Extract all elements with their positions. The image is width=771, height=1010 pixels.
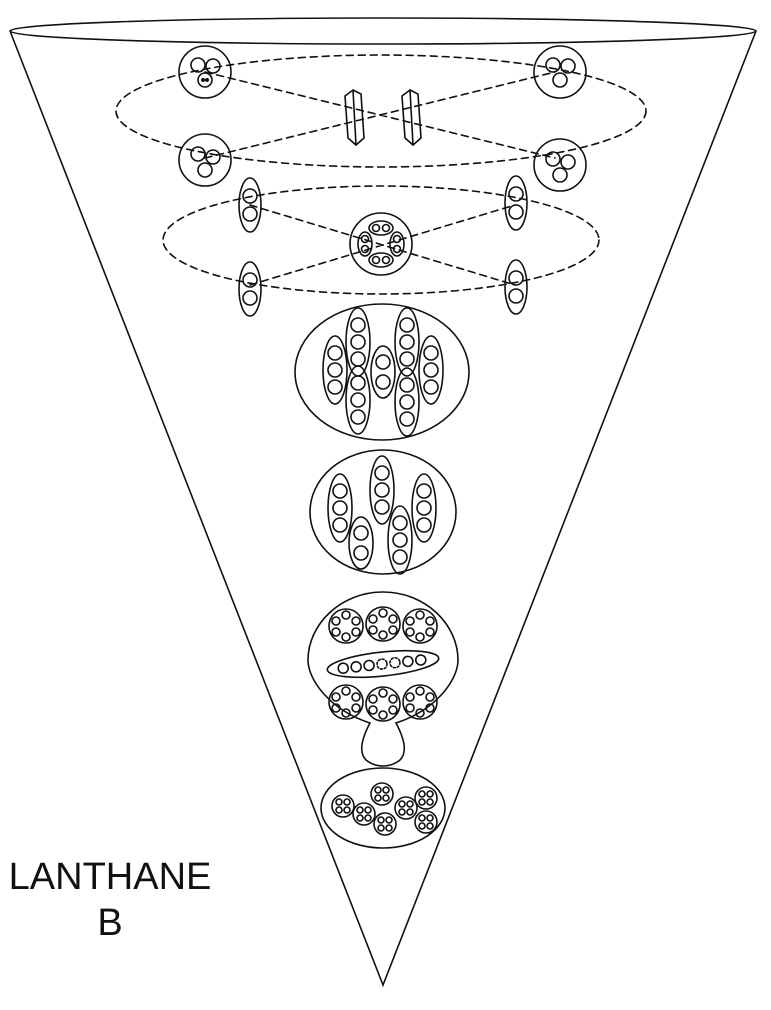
pod bbox=[387, 505, 413, 575]
pair-oval bbox=[238, 261, 262, 317]
pod bbox=[345, 365, 371, 435]
cluster bbox=[414, 786, 438, 810]
pair-oval bbox=[504, 259, 528, 315]
triplet-sphere bbox=[533, 45, 587, 99]
pair-oval bbox=[504, 175, 528, 231]
upper-orbit bbox=[115, 54, 647, 168]
central-sphere bbox=[349, 212, 413, 276]
triplet-sphere bbox=[533, 138, 587, 192]
pod bbox=[418, 335, 444, 405]
body-rings bbox=[307, 591, 459, 767]
orbit-crosslines bbox=[204, 71, 556, 159]
funnel-outline bbox=[9, 17, 757, 988]
body-seven-pods bbox=[294, 303, 470, 441]
cluster bbox=[331, 794, 355, 818]
ring-group bbox=[328, 606, 438, 722]
orbit-crosslines bbox=[249, 204, 516, 286]
body-outline bbox=[309, 449, 457, 575]
triplet-sphere bbox=[178, 45, 232, 99]
pod bbox=[370, 345, 396, 399]
pod bbox=[327, 473, 353, 543]
body-outline bbox=[294, 303, 470, 441]
cluster bbox=[373, 812, 397, 836]
cluster bbox=[414, 810, 438, 834]
pod bbox=[411, 473, 437, 543]
pod bbox=[394, 367, 420, 437]
element-name-label: LANTHANE bbox=[8, 856, 212, 898]
central-bar bbox=[326, 649, 440, 679]
body-bottom-oval bbox=[320, 767, 446, 849]
cluster bbox=[370, 782, 394, 806]
body-five-pods bbox=[309, 449, 457, 575]
funnel-rim bbox=[9, 17, 757, 45]
pod bbox=[322, 335, 348, 405]
triplet-sphere bbox=[178, 133, 232, 187]
lower-orbit bbox=[162, 185, 600, 295]
pod bbox=[394, 307, 420, 377]
pod bbox=[369, 455, 395, 525]
body-outline-with-tail bbox=[307, 591, 459, 767]
pod bbox=[348, 516, 374, 570]
element-variant-label: B bbox=[97, 902, 123, 944]
cluster bbox=[352, 802, 376, 826]
middle-orbit-group bbox=[162, 175, 600, 317]
cluster bbox=[394, 796, 418, 820]
crystal-left-edge bbox=[352, 89, 357, 146]
body-outline bbox=[320, 767, 446, 849]
funnel-sides bbox=[9, 30, 757, 988]
crystal-right-edge bbox=[409, 89, 414, 146]
top-orbit-group bbox=[115, 45, 647, 192]
pair-oval bbox=[238, 177, 262, 233]
